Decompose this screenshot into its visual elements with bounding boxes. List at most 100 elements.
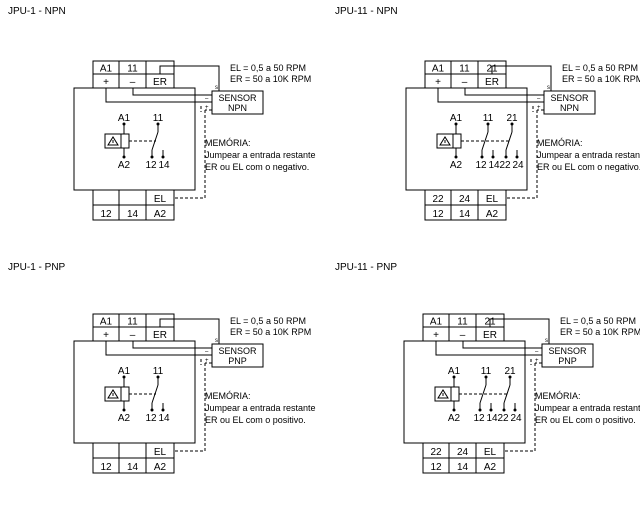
terminal-label: 11 xyxy=(127,64,138,75)
sensor-pin-label: + xyxy=(205,105,209,111)
relay-body xyxy=(73,87,196,191)
contact-label: 24 xyxy=(510,413,522,424)
diagram-title: JPU-11 - NPN xyxy=(335,6,398,17)
terminal-label: 14 xyxy=(459,209,471,220)
sensor-pin-label: – xyxy=(205,96,209,102)
spec-line: EL = 0,5 a 50 RPM xyxy=(562,63,638,73)
contact-label: 12 xyxy=(145,413,157,424)
terminal-label: 12 xyxy=(432,209,444,220)
contact-label: 24 xyxy=(512,160,524,171)
terminal-label: A1 xyxy=(100,64,113,75)
memory-line: ER ou EL com o positivo. xyxy=(205,415,306,425)
memory-line: Jumpear a entrada restante xyxy=(535,403,640,413)
terminal-label: 12 xyxy=(100,462,112,473)
sensor-pin-label: + xyxy=(537,105,541,111)
terminal-symbol: ER xyxy=(483,330,497,341)
sensor-wiring xyxy=(105,318,220,452)
spec-line: ER = 50 a 10K RPM xyxy=(560,327,640,337)
terminal-label: 14 xyxy=(127,462,139,473)
contact-label: 12 xyxy=(473,413,485,424)
sensor-label: SENSOR xyxy=(218,93,257,103)
sensor-pin-label: – xyxy=(205,349,209,355)
contact-label: 21 xyxy=(506,113,518,124)
relay-body xyxy=(405,87,528,191)
terminal-label: 22 xyxy=(432,194,444,205)
contact-label: 11 xyxy=(481,366,492,377)
sensor-label: NPN xyxy=(560,103,579,113)
spec-line: EL = 0,5 a 50 RPM xyxy=(230,316,306,326)
terminal-symbol: – xyxy=(460,330,466,341)
coil-icon xyxy=(120,133,130,149)
terminal-symbol: + xyxy=(103,330,109,341)
sensor-pin-label: + xyxy=(535,358,539,364)
sensor-label: SENSOR xyxy=(550,93,589,103)
coil-icon xyxy=(450,386,460,402)
terminal-symbol: ER xyxy=(485,77,499,88)
diagram-title: JPU-1 - NPN xyxy=(8,6,66,17)
sensor-label: SENSOR xyxy=(548,346,587,356)
terminal-label: 14 xyxy=(127,209,139,220)
terminal-label: A1 xyxy=(430,317,443,328)
sensor-wiring xyxy=(437,65,552,199)
spec-line: ER = 50 a 10K RPM xyxy=(230,74,311,84)
spec-line: ER = 50 a 10K RPM xyxy=(230,327,311,337)
sensor-pin-label: s xyxy=(545,338,548,344)
memory-line: ER ou EL com o negativo. xyxy=(537,162,640,172)
contact-label: 11 xyxy=(153,113,164,124)
terminal-label: A2 xyxy=(154,209,167,220)
coil-label: A1 xyxy=(118,113,131,124)
coil-label: A1 xyxy=(448,366,461,377)
relay-body xyxy=(403,340,526,444)
sensor-pin-label: – xyxy=(537,96,541,102)
terminal-label: 22 xyxy=(430,447,442,458)
coil-label: A1 xyxy=(118,366,131,377)
memory-line: MEMÓRIA: xyxy=(205,391,251,401)
diagram-title: JPU-1 - PNP xyxy=(8,262,66,273)
terminal-label: A1 xyxy=(432,64,445,75)
contact-label: 11 xyxy=(483,113,494,124)
coil-label: A2 xyxy=(118,160,131,171)
diagram-title: JPU-11 - PNP xyxy=(335,262,397,273)
terminal-label: 12 xyxy=(430,462,442,473)
sensor-label: PNP xyxy=(228,356,247,366)
sensor-pin-label: s xyxy=(215,338,218,344)
terminal-label: A2 xyxy=(154,462,167,473)
contact-label: 14 xyxy=(158,413,170,424)
terminal-label: EL xyxy=(484,447,497,458)
coil-label: A2 xyxy=(448,413,461,424)
contact-label: 22 xyxy=(499,160,511,171)
bottom-terminal-block: EL 12 14 A2 xyxy=(92,442,175,474)
sensor-pin-label: + xyxy=(205,358,209,364)
spec-line: EL = 0,5 a 50 RPM xyxy=(230,63,306,73)
contact-label: 14 xyxy=(488,160,500,171)
terminal-label: EL xyxy=(486,194,499,205)
contact-label: 12 xyxy=(145,160,157,171)
terminal-symbol: – xyxy=(462,77,468,88)
terminal-symbol: ER xyxy=(153,330,167,341)
sensor-wiring xyxy=(435,318,550,452)
memory-line: MEMÓRIA: xyxy=(535,391,581,401)
terminal-label: 24 xyxy=(459,194,471,205)
terminal-symbol: – xyxy=(130,77,136,88)
coil-icon xyxy=(452,133,462,149)
coil-label: A2 xyxy=(450,160,463,171)
memory-line: MEMÓRIA: xyxy=(537,138,583,148)
terminal-label: EL xyxy=(154,447,167,458)
